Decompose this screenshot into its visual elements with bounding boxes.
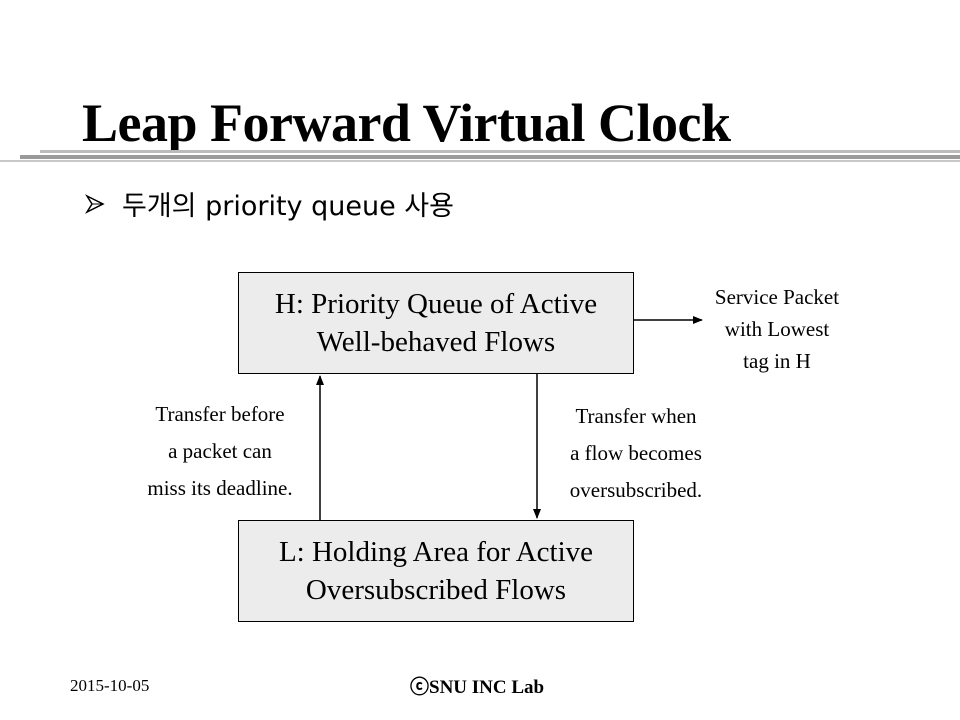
before-note-line3: miss its deadline. <box>147 476 293 500</box>
service-note-line2: with Lowest <box>724 317 830 341</box>
service-packet-note: Service Packet with Lowest tag in H <box>692 281 862 377</box>
bullet-item: 두개의 priority queue 사용 <box>84 184 454 223</box>
holding-area-box: L: Holding Area for Active Oversubscribe… <box>238 520 634 622</box>
before-note-line2: a packet can <box>168 439 272 463</box>
before-note-line1: Transfer before <box>155 402 285 426</box>
arrowhead-bullet-icon <box>84 193 105 214</box>
when-note-line3: oversubscribed. <box>569 478 703 502</box>
priority-queue-line2: Well-behaved Flows <box>316 326 556 358</box>
footer-lab: ⓒSNU INC Lab <box>410 677 545 698</box>
when-note-line1: Transfer when <box>575 404 697 428</box>
priority-queue-box: H: Priority Queue of Active Well-behaved… <box>238 272 634 374</box>
title-underline <box>0 146 960 166</box>
footer-date: 2015-10-05 <box>70 676 150 695</box>
holding-area-line2: Oversubscribed Flows <box>305 574 567 606</box>
bullet-text: 두개의 priority queue 사용 <box>122 191 454 222</box>
priority-queue-line1: H: Priority Queue of Active <box>274 288 598 320</box>
service-note-line3: tag in H <box>743 349 811 373</box>
service-note-line1: Service Packet <box>714 285 840 309</box>
when-note-line2: a flow becomes <box>570 441 702 465</box>
transfer-when-note: Transfer when a flow becomes oversubscri… <box>546 398 726 509</box>
transfer-before-note: Transfer before a packet can miss its de… <box>120 396 320 507</box>
holding-area-line1: L: Holding Area for Active <box>278 536 594 568</box>
slide-title: Leap Forward Virtual Clock <box>82 93 731 153</box>
